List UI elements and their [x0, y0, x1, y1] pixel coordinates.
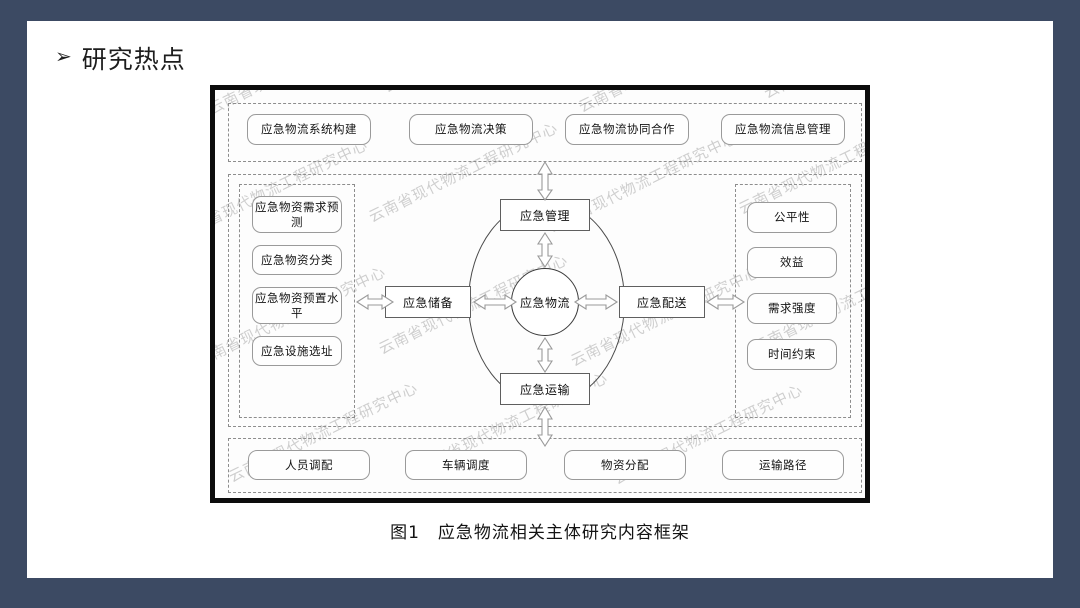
box-right-1[interactable]: 公平性: [747, 202, 837, 233]
figure-caption: 图1 应急物流相关主体研究内容框架: [390, 523, 690, 543]
box-bottom-2[interactable]: 车辆调度: [405, 450, 527, 480]
box-left-4[interactable]: 应急设施选址: [252, 336, 342, 366]
page-title-text: 研究热点: [81, 45, 186, 74]
box-top-3[interactable]: 应急物流协同合作: [565, 114, 689, 145]
box-left-2[interactable]: 应急物资分类: [252, 245, 342, 275]
box-top-2[interactable]: 应急物流决策: [409, 114, 533, 145]
box-top-1[interactable]: 应急物流系统构建: [247, 114, 371, 145]
center-node-right[interactable]: 应急配送: [619, 286, 705, 318]
box-right-4[interactable]: 时间约束: [747, 339, 837, 370]
center-node-bottom[interactable]: 应急运输: [500, 373, 590, 405]
page-title: ➢ 研究热点: [55, 40, 186, 76]
box-bottom-1[interactable]: 人员调配: [248, 450, 370, 480]
center-node-left[interactable]: 应急储备: [385, 286, 471, 318]
box-bottom-4[interactable]: 运输路径: [722, 450, 844, 480]
panel-left-column: [239, 184, 355, 418]
box-right-2[interactable]: 效益: [747, 247, 837, 278]
box-right-3[interactable]: 需求强度: [747, 293, 837, 324]
box-top-4[interactable]: 应急物流信息管理: [721, 114, 845, 145]
box-bottom-3[interactable]: 物资分配: [564, 450, 686, 480]
slide-page: ➢ 研究热点 云南省现代物流工程研究中心 云南省现代物流工程研究中心 云南省现代…: [27, 21, 1053, 578]
figure-frame: 云南省现代物流工程研究中心 云南省现代物流工程研究中心 云南省现代物流工程研究中…: [210, 85, 870, 503]
box-left-1[interactable]: 应急物资需求预测: [252, 196, 342, 233]
diagram-canvas: 应急物流系统构建 应急物流决策 应急物流协同合作 应急物流信息管理 应急物资需求…: [215, 90, 865, 498]
center-core-node[interactable]: 应急物流: [511, 268, 579, 336]
box-left-3[interactable]: 应急物资预置水平: [252, 287, 342, 324]
arrow-bullet-icon: ➢: [55, 46, 72, 68]
center-node-top[interactable]: 应急管理: [500, 199, 590, 231]
